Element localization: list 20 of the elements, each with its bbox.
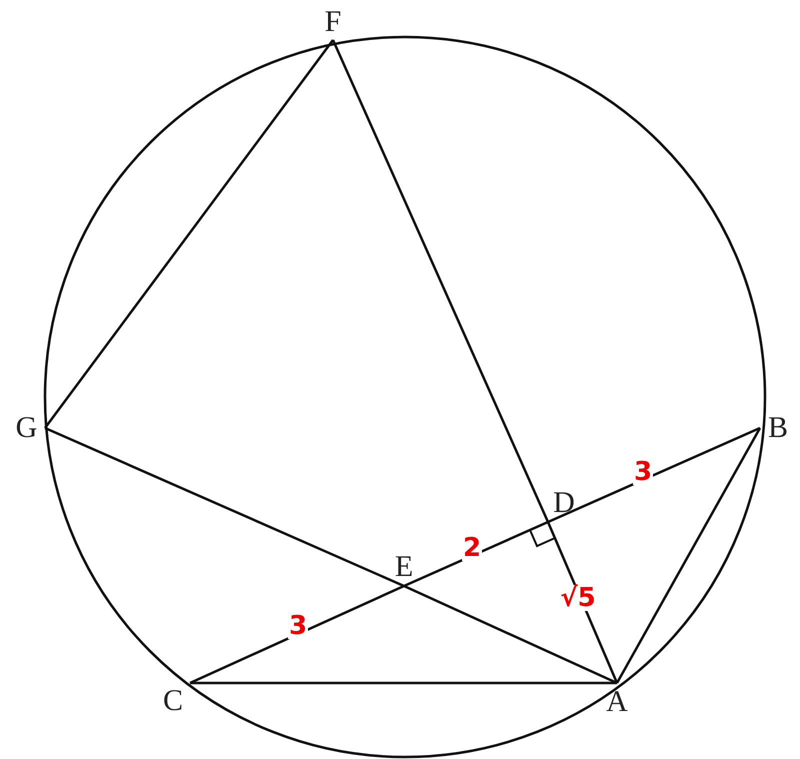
line-segment <box>616 427 762 684</box>
line-segment <box>403 584 618 684</box>
line-segment <box>44 39 334 429</box>
point-label: A <box>600 683 634 721</box>
point-label: E <box>390 548 418 586</box>
point-label: B <box>760 410 796 446</box>
edge-label: 2 <box>462 535 482 561</box>
edge-label: 3 <box>288 613 308 639</box>
line-segment <box>404 520 548 588</box>
point-label: C <box>156 683 190 719</box>
line-segment <box>44 426 404 588</box>
edge-label: 3 <box>632 459 654 485</box>
point-label: G <box>8 412 45 444</box>
edge-label: √5 <box>559 585 597 611</box>
line-segment <box>548 426 760 524</box>
point-label: D <box>548 484 580 522</box>
line-segment <box>190 682 617 684</box>
line-segment <box>332 40 550 522</box>
line-segment <box>189 584 405 684</box>
point-label: F <box>318 4 348 40</box>
